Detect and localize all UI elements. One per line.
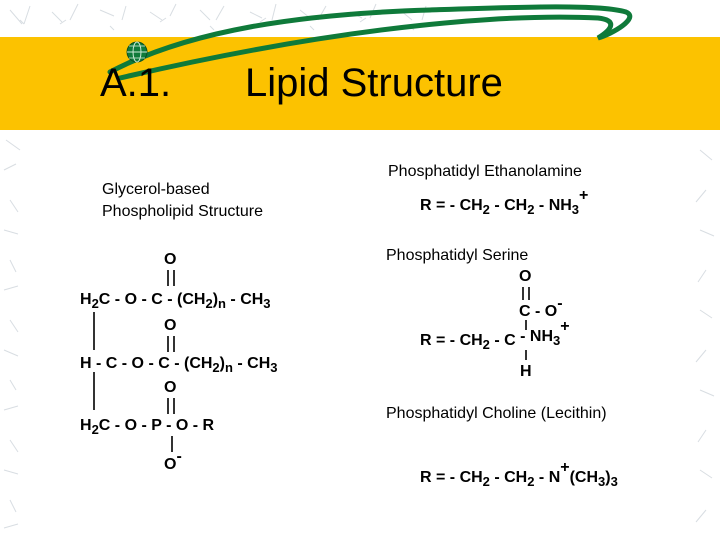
ps-name: Phosphatidyl Serine [386,247,528,264]
swirl-decoration [107,4,632,81]
glycerol-row-2: H - C - O - C - (CH2)n - CH3 [80,355,278,375]
ps-carboxyl-oxygen: O [519,268,531,285]
heading-line-1: Glycerol-based [102,181,210,198]
pc-name: Phosphatidyl Choline (Lecithin) [386,405,607,422]
globe-icon [126,41,148,63]
glycerol-row-1: H2C - O - C - (CH2)n - CH3 [80,291,271,311]
ps-formula: R = - CH2 - C - NH3+ [420,318,570,352]
title-band [0,37,720,130]
pe-formula: R = - CH2 - CH2 - NH3+ [420,187,588,217]
heading-line-2: Phospholipid Structure [102,203,263,220]
background-texture [3,3,715,529]
ps-carboxylate: C - O- [519,295,563,320]
pc-formula: R = - CH2 - CH2 - N+(CH3)3 [420,459,618,489]
carbonyl-oxygen-2: O [164,317,176,334]
pe-name: Phosphatidyl Ethanolamine [388,163,582,180]
head-groups: Phosphatidyl Ethanolamine R = - CH2 - CH… [386,163,618,489]
slide-title: Lipid Structure [245,61,503,105]
glycerol-row-3: H2C - O - P - O - R [80,417,215,437]
phosphate-oxygen: O [164,379,176,396]
phosphate-oxygen-minus: O- [164,448,182,473]
slide-number: A.1. [100,61,172,105]
glycerol-phospholipid: Glycerol-based Phospholipid Structure O … [80,181,278,473]
ps-hydrogen: H [520,363,532,380]
carbonyl-oxygen-1: O [164,251,176,268]
